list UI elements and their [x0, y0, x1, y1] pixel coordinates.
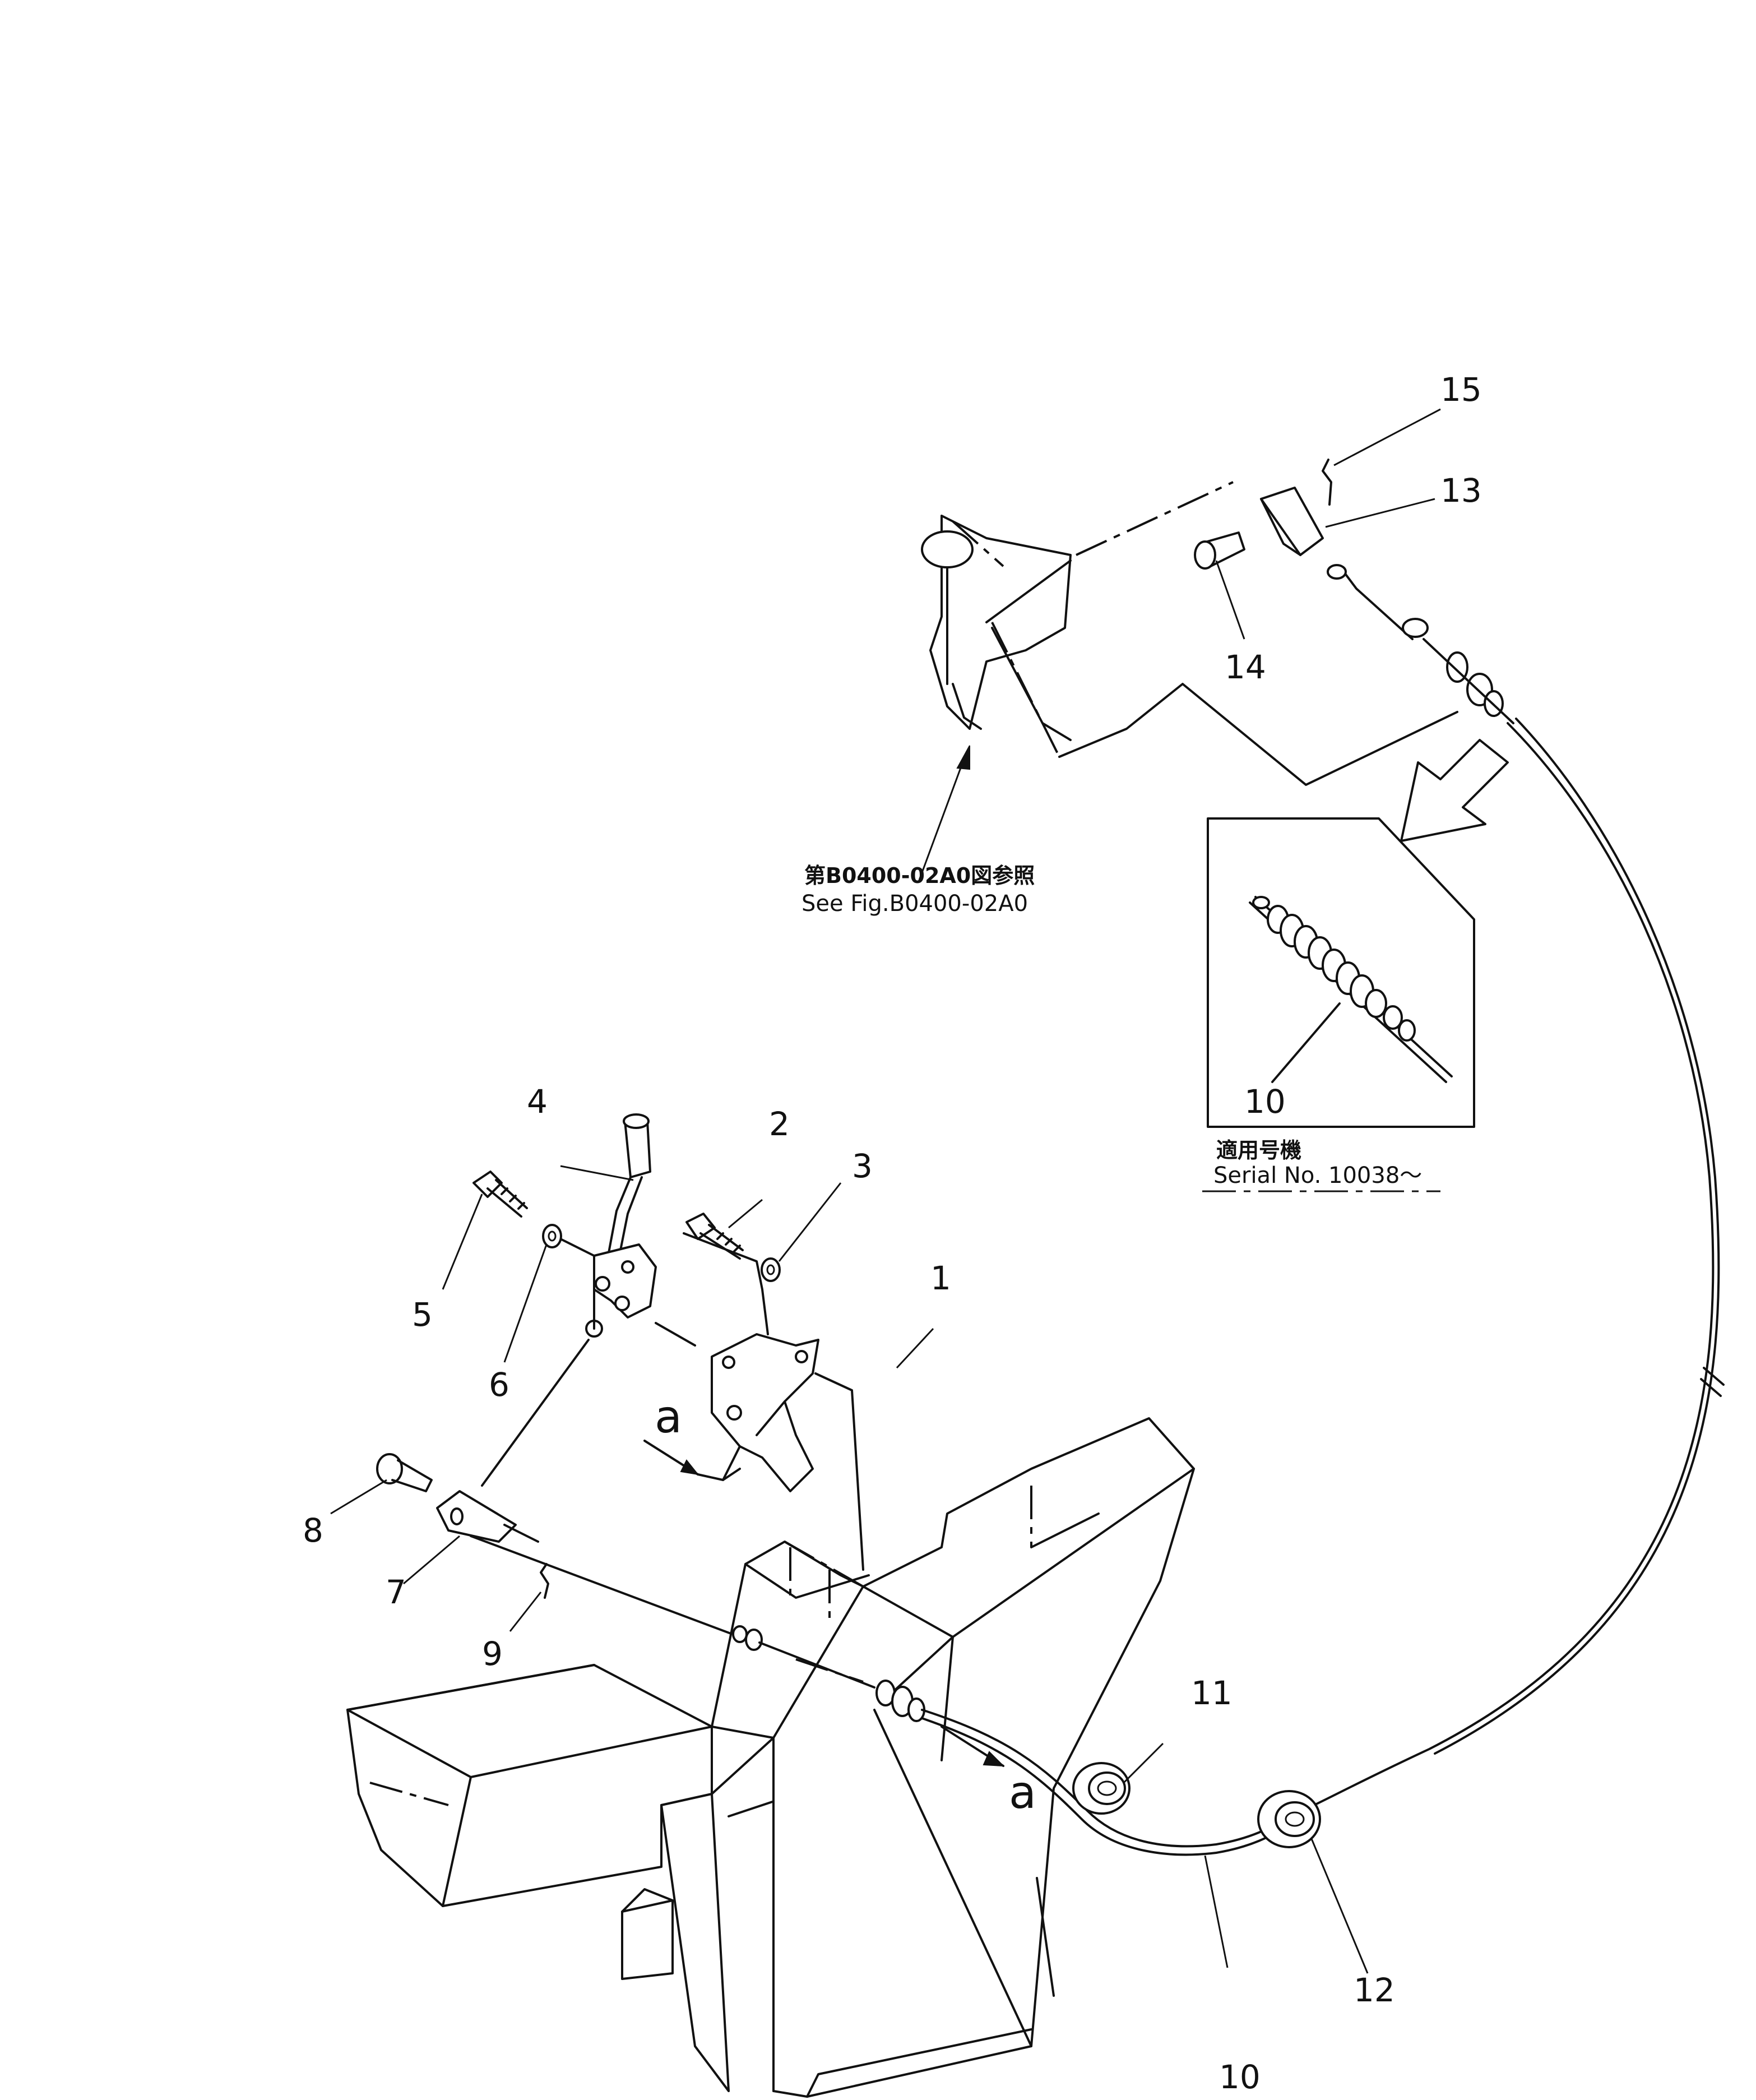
bolt-2: [685, 1213, 744, 1260]
callout-13: 13: [1440, 471, 1482, 510]
callout-4: 4: [527, 1083, 548, 1121]
callout-8: 8: [303, 1511, 323, 1549]
clevis-pin-14: [1194, 531, 1245, 570]
callout-2: 2: [769, 1105, 790, 1143]
callout-5: 5: [412, 1296, 433, 1334]
reference-note-en: See Fig.B0400-02A0: [801, 891, 1028, 917]
pedal-assembly: [921, 481, 1458, 786]
bolt-5: [472, 1171, 528, 1218]
callout-10-inset: 10: [1244, 1083, 1286, 1121]
callout-7: 7: [386, 1573, 406, 1611]
cable-loop: [1288, 722, 1715, 1817]
reference-note-jp: 第B0400-02A0図参照: [804, 863, 1035, 888]
bellows: [1252, 896, 1416, 1042]
grommet-12: [1257, 1790, 1321, 1848]
detail-inset: [1207, 817, 1475, 1128]
callout-15: 15: [1440, 371, 1482, 409]
callout-12: 12: [1354, 1971, 1395, 2009]
cable-lower-end: [732, 1625, 1290, 1856]
cotter-pin-15: [1322, 459, 1332, 506]
lever-assembly: [481, 1113, 864, 1571]
machine-frame: [346, 1417, 1195, 2098]
callout-9: 9: [482, 1635, 503, 1673]
inset-note-en: Serial No. 10038～: [1213, 1163, 1422, 1188]
callout-10: 10: [1219, 2058, 1261, 2096]
leader-lines: [330, 408, 1441, 1974]
callout-3: 3: [852, 1147, 873, 1185]
view-mark-lower: a: [1009, 1766, 1036, 1819]
callout-14: 14: [1225, 648, 1266, 686]
inset-note-jp: 適用号機: [1216, 1138, 1301, 1163]
view-mark-upper: a: [655, 1391, 682, 1443]
clevis-7: [436, 1490, 741, 1638]
callout-11: 11: [1191, 1674, 1233, 1712]
washer-6: [542, 1224, 562, 1248]
callout-1: 1: [930, 1259, 951, 1297]
clevis-13: [1260, 487, 1324, 556]
detail-arrow: [1400, 739, 1509, 842]
washer-3: [761, 1257, 781, 1282]
grommet-11: [1072, 1762, 1130, 1815]
callout-6: 6: [489, 1366, 509, 1404]
pin-8: [376, 1453, 433, 1492]
cotter-pin-9: [540, 1563, 549, 1599]
cable-upper-end: [1327, 564, 1514, 724]
